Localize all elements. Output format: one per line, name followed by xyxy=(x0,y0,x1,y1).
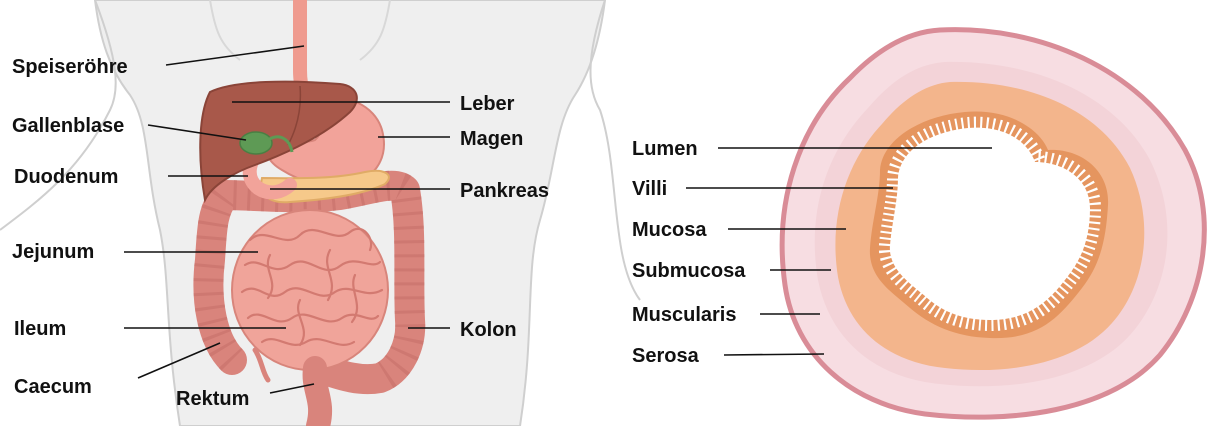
leader-serosa xyxy=(724,354,824,355)
label-magen: Magen xyxy=(460,128,523,150)
label-speiseroehre: Speiseröhre xyxy=(12,56,128,78)
label-kolon: Kolon xyxy=(460,319,517,341)
label-leber: Leber xyxy=(460,93,515,115)
label-ileum: Ileum xyxy=(14,318,66,340)
label-villi: Villi xyxy=(632,178,667,200)
rectum-shape xyxy=(315,368,321,426)
cross-section-labels: Lumen Villi Mucosa Submucosa Muscularis … xyxy=(632,138,746,367)
label-jejunum: Jejunum xyxy=(12,241,94,263)
label-lumen: Lumen xyxy=(632,138,698,160)
label-pankreas: Pankreas xyxy=(460,180,549,202)
gallbladder-shape xyxy=(240,132,272,154)
label-duodenum: Duodenum xyxy=(14,166,118,188)
label-submucosa: Submucosa xyxy=(632,260,746,282)
intestine-cross-section xyxy=(782,30,1204,418)
label-rektum: Rektum xyxy=(176,388,249,410)
label-mucosa: Mucosa xyxy=(632,219,707,241)
label-serosa: Serosa xyxy=(632,345,700,367)
label-caecum: Caecum xyxy=(14,376,92,398)
label-gallenblase: Gallenblase xyxy=(12,115,124,137)
label-muscularis: Muscularis xyxy=(632,304,736,326)
